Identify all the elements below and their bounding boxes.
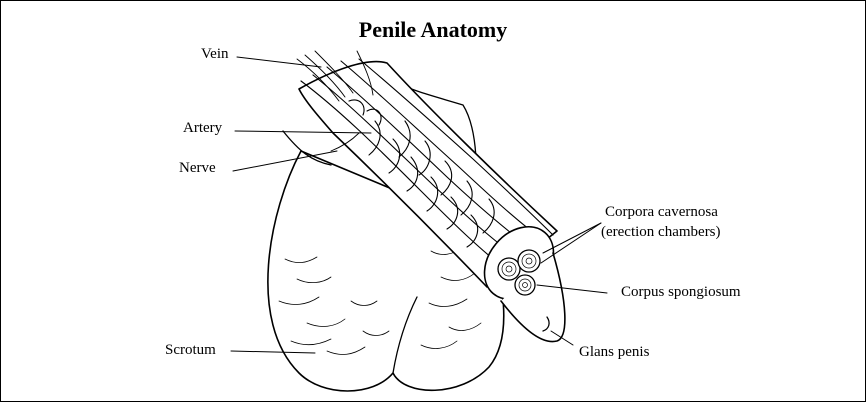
label-corpora-cavernosa: Corpora cavernosa [605,203,718,221]
label-corpora-cavernosa-note: (erection chambers) [601,223,721,241]
label-nerve: Nerve [179,159,216,177]
label-vein: Vein [201,45,229,63]
label-scrotum: Scrotum [165,341,216,359]
label-artery: Artery [183,119,222,137]
label-corpus-spongiosum: Corpus spongiosum [621,283,741,301]
label-glans-penis: Glans penis [579,343,649,361]
